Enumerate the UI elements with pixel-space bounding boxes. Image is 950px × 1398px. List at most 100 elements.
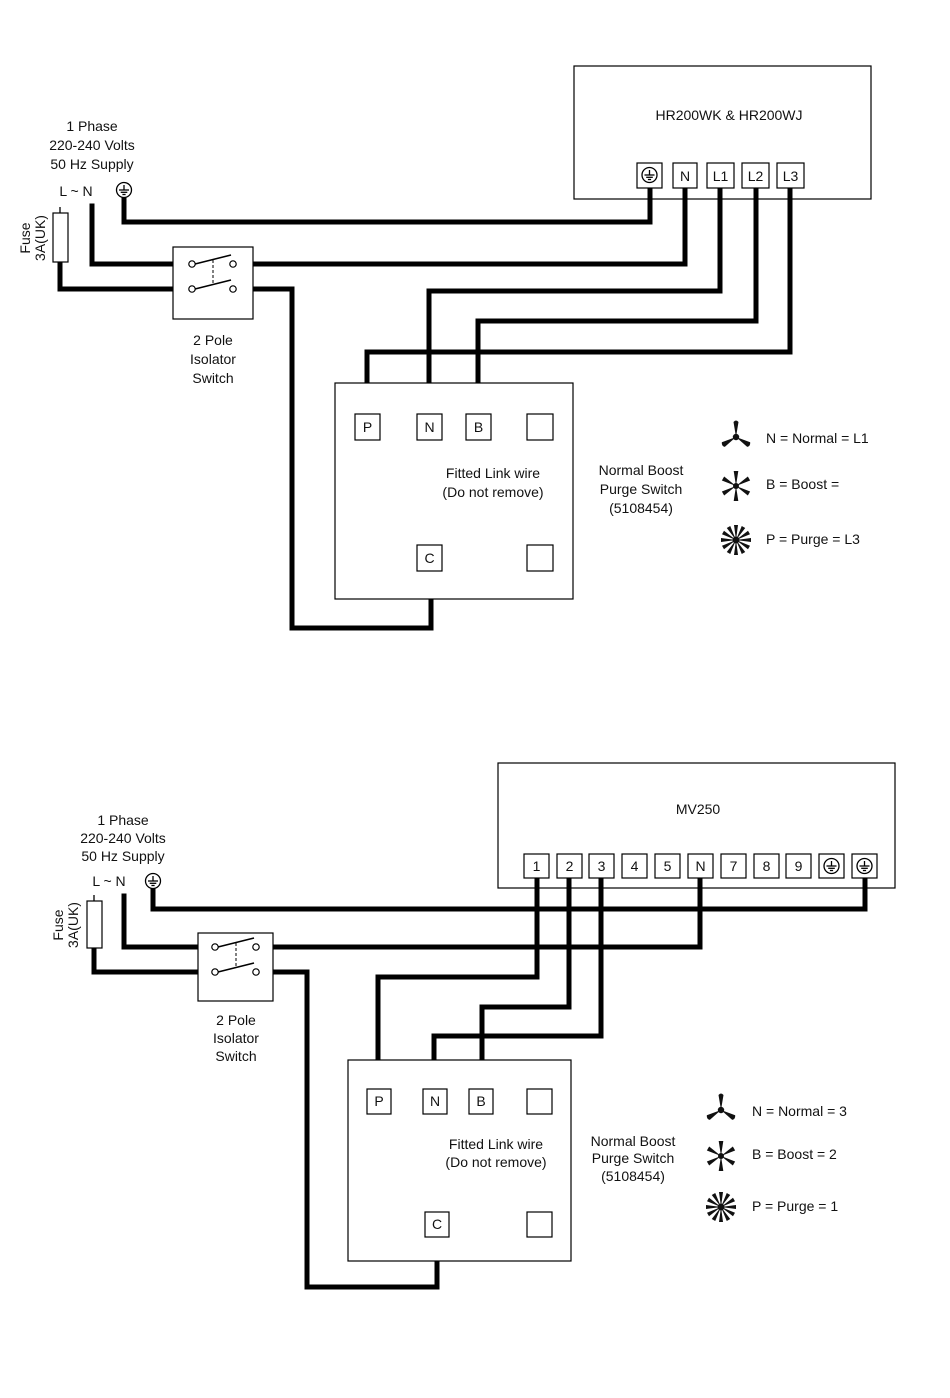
top-switch-terminal-link	[526, 544, 554, 572]
bottom-supply-hz: 50 Hz Supply	[81, 848, 164, 864]
top-switch-label-3: (5108454)	[609, 500, 673, 516]
top-terminal-l3: L3	[776, 162, 805, 189]
bottom-unit-label: MV250	[676, 801, 721, 817]
svg-text:P: P	[374, 1093, 383, 1109]
top-supply-hz: 50 Hz Supply	[50, 156, 133, 172]
svg-text:N: N	[695, 858, 705, 874]
bottom-link-label-2: (Do not remove)	[445, 1154, 546, 1170]
top-terminal-l2: L2	[741, 162, 770, 189]
bottom-terminal-1: 1	[523, 853, 550, 879]
bottom-legend-purge: P = Purge = 1	[752, 1198, 838, 1214]
svg-text:L3: L3	[783, 168, 799, 184]
bottom-diagram: MV250 1 2 3 4	[50, 762, 896, 1290]
svg-text:N: N	[424, 419, 434, 435]
top-diagram: HR200WK & HR200WJ N L1 L2	[17, 65, 872, 631]
top-terminal-l1: L1	[706, 162, 735, 189]
top-isolator-label-2: Isolator	[190, 351, 236, 367]
bottom-purge-fan-icon	[706, 1192, 736, 1222]
bottom-supply-phase: 1 Phase	[97, 812, 149, 828]
top-switch-label-1: Normal Boost	[599, 462, 684, 478]
bottom-switch-terminal-n: N	[422, 1088, 448, 1115]
svg-text:2: 2	[566, 858, 574, 874]
top-supply-lne: L ~ N	[59, 183, 92, 199]
bottom-terminal-2: 2	[556, 853, 583, 879]
svg-text:N: N	[680, 168, 690, 184]
bottom-fuse-rating: 3A(UK)	[65, 902, 81, 948]
svg-text:L1: L1	[713, 168, 729, 184]
bottom-fuse-label: Fuse	[50, 909, 66, 940]
top-switch-terminal-b: B	[465, 413, 492, 441]
bottom-terminal-n: N	[687, 853, 714, 879]
svg-text:4: 4	[631, 858, 639, 874]
bottom-terminal-3: 3	[588, 853, 615, 879]
top-legend-normal: N = Normal = L1	[766, 430, 869, 446]
bottom-supply-volts: 220-240 Volts	[80, 830, 166, 846]
top-earth-terminal	[636, 162, 663, 189]
top-isolator-label-3: Switch	[192, 370, 233, 386]
bottom-isolator-label-3: Switch	[215, 1048, 256, 1064]
top-switch-terminal-blank	[526, 413, 554, 441]
svg-text:1: 1	[533, 858, 541, 874]
top-link-label-1: Fitted Link wire	[446, 465, 540, 481]
top-supply-earth-icon	[115, 181, 133, 199]
bottom-supply-earth-icon	[144, 872, 162, 890]
svg-text:8: 8	[763, 858, 771, 874]
bottom-legend-boost: B = Boost = 2	[752, 1146, 837, 1162]
bottom-legend-normal: N = Normal = 3	[752, 1103, 847, 1119]
top-switch-terminal-n: N	[416, 413, 443, 441]
svg-text:P: P	[363, 419, 372, 435]
bottom-isolator-switch	[197, 932, 274, 1002]
bottom-isolator-label-1: 2 Pole	[216, 1012, 256, 1028]
top-supply-phase: 1 Phase	[66, 118, 118, 134]
top-isolator-label-1: 2 Pole	[193, 332, 233, 348]
bottom-terminal-9: 9	[785, 853, 812, 879]
bottom-terminal-4: 4	[621, 853, 648, 879]
svg-text:3: 3	[598, 858, 606, 874]
bottom-switch-label-1: Normal Boost	[591, 1133, 676, 1149]
svg-text:9: 9	[795, 858, 803, 874]
svg-text:C: C	[424, 550, 434, 566]
bottom-boost-fan-icon	[706, 1141, 736, 1171]
bottom-terminal-8: 8	[753, 853, 780, 879]
top-switch-terminal-p: P	[354, 413, 381, 441]
bottom-switch-terminal-link	[526, 1211, 553, 1238]
bottom-terminal-7: 7	[720, 853, 747, 879]
bottom-switch-label-2: Purge Switch	[592, 1150, 674, 1166]
top-supply-volts: 220-240 Volts	[49, 137, 135, 153]
top-terminal-n: N	[672, 162, 698, 189]
svg-text:B: B	[474, 419, 483, 435]
bottom-switch-label-3: (5108454)	[601, 1168, 665, 1184]
top-isolator-switch	[172, 246, 254, 320]
top-fuse-body	[52, 212, 69, 263]
top-link-label-2: (Do not remove)	[442, 484, 543, 500]
top-fuse-rating: 3A(UK)	[32, 215, 48, 261]
svg-text:5: 5	[664, 858, 672, 874]
svg-text:7: 7	[730, 858, 738, 874]
bottom-switch-terminal-c: C	[424, 1211, 450, 1238]
svg-text:B: B	[476, 1093, 485, 1109]
bottom-normal-fan-icon	[706, 1093, 736, 1120]
svg-text:N: N	[430, 1093, 440, 1109]
top-unit-label: HR200WK & HR200WJ	[655, 107, 802, 123]
bottom-switch-terminal-b: B	[468, 1088, 494, 1115]
bottom-link-label-1: Fitted Link wire	[449, 1136, 543, 1152]
bottom-switch-terminal-blank	[526, 1088, 553, 1115]
svg-text:C: C	[432, 1216, 442, 1232]
top-purge-fan-icon	[721, 525, 751, 555]
top-fuse-label: Fuse	[17, 222, 33, 253]
top-switch-label-2: Purge Switch	[600, 481, 682, 497]
top-normal-fan-icon	[721, 420, 751, 447]
bottom-fuse-body	[86, 900, 103, 949]
top-legend-boost: B = Boost =	[766, 476, 839, 492]
top-switch-terminal-c: C	[416, 544, 443, 572]
top-legend-purge: P = Purge = L3	[766, 531, 860, 547]
bottom-supply-lne: L ~ N	[92, 873, 125, 889]
bottom-terminal-5: 5	[654, 853, 681, 879]
bottom-earth-terminal-1	[818, 853, 845, 879]
svg-text:L2: L2	[748, 168, 764, 184]
bottom-switch-terminal-p: P	[366, 1088, 392, 1115]
bottom-earth-terminal-2	[851, 853, 878, 879]
bottom-isolator-label-2: Isolator	[213, 1030, 259, 1046]
top-boost-fan-icon	[721, 471, 751, 501]
